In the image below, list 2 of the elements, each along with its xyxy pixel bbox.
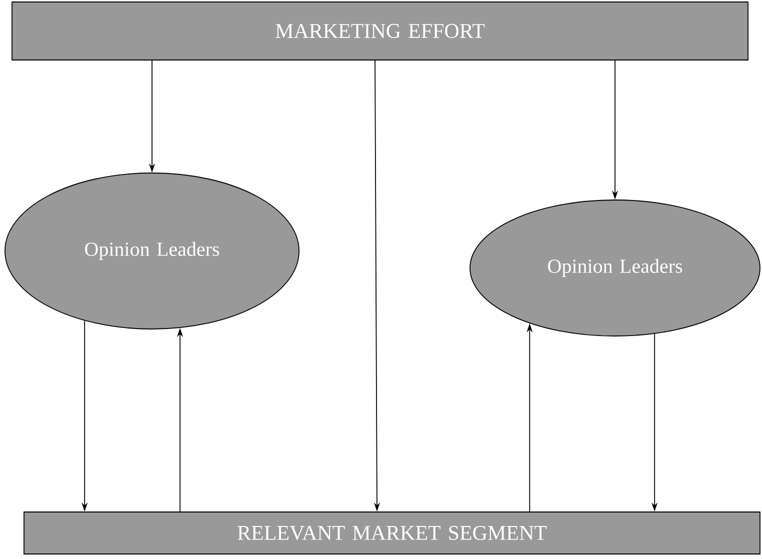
- banner-box: RELEVANT MARKET SEGMENT: [24, 512, 760, 554]
- banner-box: MARKETING EFFORT: [12, 2, 748, 60]
